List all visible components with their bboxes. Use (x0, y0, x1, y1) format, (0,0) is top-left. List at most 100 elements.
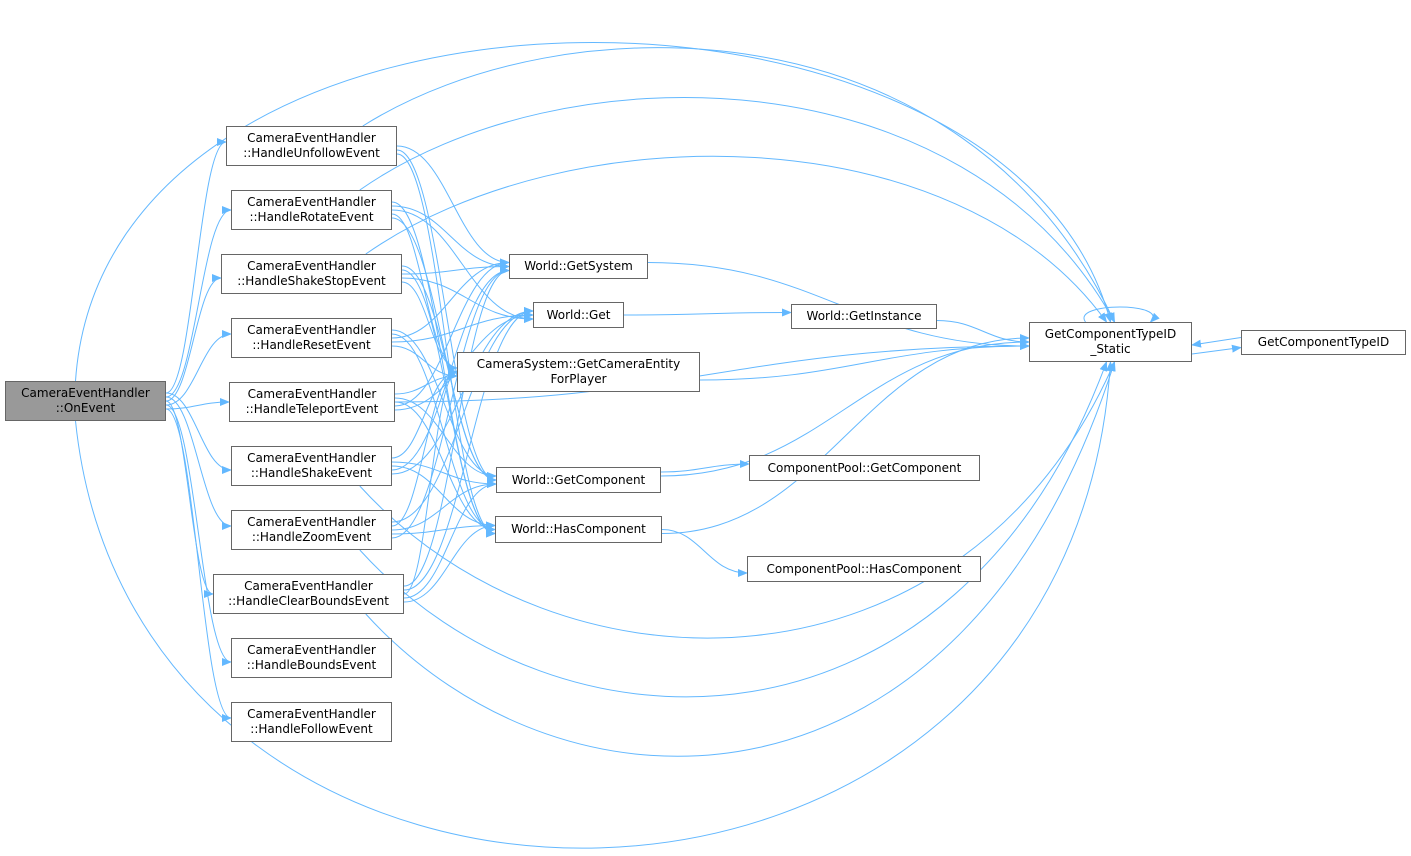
edge-camentity-to-static (699, 342, 1030, 381)
edge-clearbounds-to-hascomponent (403, 521, 496, 603)
edge-onevent-to-zoom (165, 396, 232, 530)
edge-shake-to-getcomponent (391, 461, 497, 488)
edge-teleport-to-getcomponent (394, 397, 497, 480)
node-label-line2: ::HandleShakeEvent (250, 466, 373, 480)
node-label-line1: World::GetSystem (524, 259, 633, 273)
node-onevent[interactable]: CameraEventHandler::OnEvent (5, 381, 166, 421)
node-label-line1: CameraEventHandler (247, 451, 376, 465)
node-label-line2: ::HandleBoundsEvent (246, 658, 377, 672)
node-handle-shake-stop-event[interactable]: CameraEventHandler::HandleShakeStopEvent (221, 254, 402, 294)
node-world-getcomponent[interactable]: World::GetComponent (496, 467, 661, 493)
edge-getcomponent-to-cpget (660, 460, 750, 473)
node-label-line2: ::HandleFollowEvent (250, 722, 373, 736)
edge-onevent-to-reset (165, 330, 232, 406)
edge-reset-to-getcomponent (391, 329, 497, 480)
edge-getcomponent-to-static (660, 338, 1030, 477)
node-label-line1: CameraEventHandler (21, 386, 150, 400)
edge-rotate-to-getsystem (391, 205, 510, 271)
node-label-line1: CameraEventHandler (247, 131, 376, 145)
edge-shake-to-camentity (391, 368, 458, 459)
edge-teleport-to-camentity (394, 372, 458, 395)
edge-unfollow-to-static (362, 47, 1115, 323)
node-handle-bounds-event[interactable]: CameraEventHandler::HandleBoundsEvent (231, 638, 392, 678)
node-label-line2: ::HandleZoomEvent (251, 530, 372, 544)
node-label-line2: ::HandleRotateEvent (249, 210, 374, 224)
node-label-line1: World::HasComponent (511, 522, 646, 536)
node-label-line2: ::HandleTeleportEvent (245, 402, 379, 416)
node-label-line1: CameraEventHandler (247, 323, 376, 337)
edge-onevent-to-static (75, 361, 1114, 849)
node-label-line1: CameraEventHandler (247, 195, 376, 209)
node-label-line2: ::HandleClearBoundsEvent (228, 594, 389, 608)
node-label-line1: World::Get (546, 307, 611, 322)
edge-zoom-to-static (359, 361, 1108, 698)
node-label-line2: ::HandleShakeStopEvent (237, 274, 386, 288)
edge-teleport-to-static (394, 342, 1030, 403)
edge-rotate-to-static (359, 96, 1115, 323)
node-handle-reset-event[interactable]: CameraEventHandler::HandleResetEvent (231, 318, 392, 358)
node-label-line1: GetComponentTypeID (1044, 327, 1177, 341)
node-handle-unfollow-event[interactable]: CameraEventHandler::HandleUnfollowEvent (226, 126, 397, 166)
node-label-line1: CameraEventHandler (247, 643, 376, 657)
node-label-line1: CameraEventHandler (247, 259, 376, 273)
node-componentpool-getcomponent[interactable]: ComponentPool::GetComponent (749, 455, 980, 481)
edge-teleport-to-hascomponent (394, 401, 496, 534)
edge-reset-to-get (391, 311, 534, 343)
node-world-hascomponent[interactable]: World::HasComponent (495, 516, 662, 543)
edge-onevent-to-static (75, 42, 1113, 382)
node-label-line1: CameraEventHandler (247, 707, 376, 721)
edge-shake-to-static (359, 361, 1115, 639)
edge-shake-to-get (391, 307, 534, 475)
edge-zoom-to-get (391, 307, 534, 523)
edge-onevent-to-follow (165, 408, 232, 722)
node-label-line1: CameraEventHandler (244, 579, 373, 593)
edge-onevent-to-teleport (165, 398, 230, 410)
edge-static-to-static (1083, 306, 1160, 323)
node-label-line2: ::HandleUnfollowEvent (243, 146, 380, 160)
node-handle-clear-bounds-event[interactable]: CameraEventHandler::HandleClearBoundsEve… (213, 574, 404, 614)
edge-unfollow-to-hascomponent (396, 153, 496, 538)
edge-onevent-to-bounds (165, 404, 232, 666)
node-handle-shake-event[interactable]: CameraEventHandler::HandleShakeEvent (231, 446, 392, 486)
node-label-line2: ::OnEvent (55, 401, 116, 415)
node-componentpool-hascomponent[interactable]: ComponentPool::HasComponent (747, 556, 981, 582)
edge-rotate-to-get (391, 209, 534, 323)
edge-clearbounds-to-camentity (403, 368, 458, 595)
node-getcomponenttypeid[interactable]: GetComponentTypeID (1241, 330, 1406, 355)
node-handle-follow-event[interactable]: CameraEventHandler::HandleFollowEvent (231, 702, 392, 742)
node-world-getsystem[interactable]: World::GetSystem (509, 254, 648, 279)
node-label-line1: CameraSystem::GetCameraEntity (476, 357, 681, 371)
edge-hascomponent-to-static (661, 334, 1030, 534)
edge-zoom-to-hascomponent (391, 521, 496, 535)
node-handle-zoom-event[interactable]: CameraEventHandler::HandleZoomEvent (231, 510, 392, 550)
edge-unfollow-to-getsystem (396, 145, 510, 267)
node-world-get[interactable]: World::Get (533, 302, 624, 328)
edge-zoom-to-getcomponent (391, 480, 497, 531)
node-label-line2: ForPlayer (550, 372, 607, 386)
edge-shakestop-to-camentity (401, 281, 458, 372)
edge-clearbounds-to-getsystem (403, 266, 510, 587)
node-getcomponenttypeid-static[interactable]: GetComponentTypeID_Static (1029, 322, 1192, 362)
edge-clearbounds-to-get (403, 307, 534, 591)
node-world-getinstance[interactable]: World::GetInstance (791, 304, 937, 329)
node-label-line1: GetComponentTypeID (1257, 335, 1390, 349)
node-label-line1: CameraEventHandler (247, 387, 377, 401)
edge-get-to-getinstance (623, 308, 792, 317)
edge-onevent-to-unfollow (165, 138, 227, 394)
node-handle-rotate-event[interactable]: CameraEventHandler::HandleRotateEvent (231, 190, 392, 230)
edge-teleport-to-getsystem (394, 258, 510, 407)
edge-onevent-to-rotate (165, 206, 232, 398)
node-label-line1: World::GetInstance (806, 309, 922, 323)
edge-zoom-to-camentity (391, 368, 458, 527)
edge-typeid-to-static (1191, 337, 1242, 348)
node-handle-teleport-event[interactable]: CameraEventHandler::HandleTeleportEvent (229, 382, 395, 422)
edge-static-to-typeid (1191, 344, 1242, 355)
edge-reset-to-getsystem (391, 258, 510, 339)
node-label-line1: World::GetComponent (511, 472, 646, 487)
edge-zoom-to-getsystem (391, 266, 510, 539)
edge-hascomponent-to-cphas (661, 529, 748, 577)
node-label-line1: ComponentPool::HasComponent (766, 561, 962, 576)
